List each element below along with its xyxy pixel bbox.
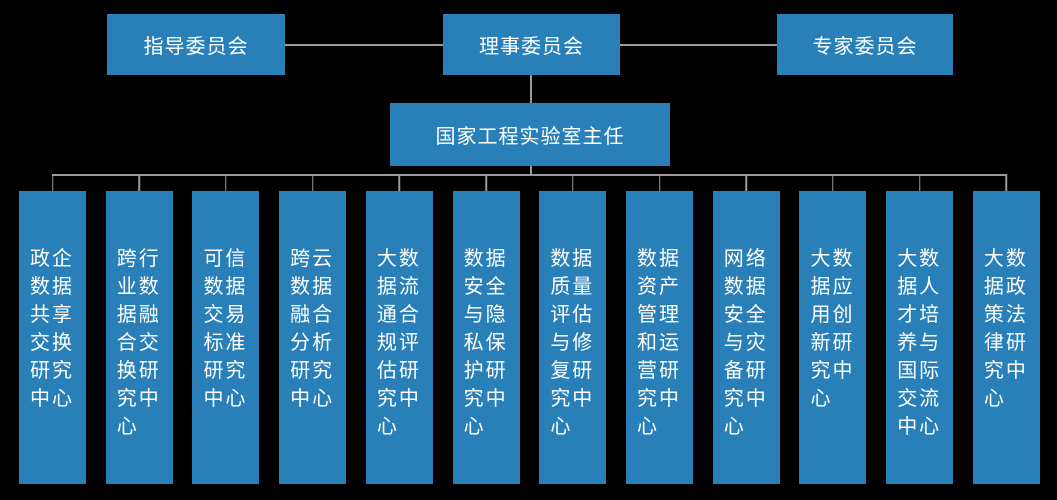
- research-center-box: 可信数据交易标准研究中心: [192, 191, 260, 484]
- connector-council-director: [530, 75, 532, 104]
- box-expert-committee: 专家委员会: [777, 14, 953, 75]
- research-center-col: 大数据应用创新研究中心: [799, 174, 867, 484]
- connector-guidance-council: [285, 44, 443, 46]
- research-center-box: 跨行业数据融合交换研究中心: [105, 191, 173, 484]
- research-center-col: 数据质量评估与修复研究中心: [539, 174, 607, 484]
- research-center-col: 跨云数据融合分析研究中心: [279, 174, 347, 484]
- connector-stub: [658, 174, 661, 191]
- connector-stub: [138, 174, 140, 191]
- research-center-col: 跨行业数据融合交换研究中心: [105, 174, 173, 484]
- research-center-col: 大数据政策法律研究中心: [972, 174, 1040, 484]
- box-lab-director: 国家工程实验室主任: [390, 103, 670, 166]
- connector-council-expert: [620, 44, 777, 46]
- connector-stub: [51, 174, 54, 191]
- connector-stub: [225, 174, 227, 191]
- research-center-col: 大数据人才培养与国际交流中心: [886, 174, 954, 484]
- connector-stub: [485, 174, 487, 191]
- connector-stub: [398, 174, 401, 191]
- research-center-box: 大数据人才培养与国际交流中心: [886, 191, 954, 484]
- research-center-box: 跨云数据融合分析研究中心: [279, 191, 347, 484]
- research-center-box: 数据资产管理和运营研究中心: [626, 191, 694, 484]
- connector-bus-line: [52, 174, 1007, 176]
- research-center-box: 数据质量评估与修复研究中心: [539, 191, 607, 484]
- box-council-committee: 理事委员会: [443, 14, 620, 75]
- connector-stub: [572, 174, 574, 191]
- connector-stub: [832, 174, 834, 191]
- connector-stub: [745, 174, 747, 191]
- research-center-col: 政企数据共享交换研究中心: [19, 174, 86, 484]
- research-center-col: 数据资产管理和运营研究中心: [626, 174, 694, 484]
- connector-stub: [1005, 174, 1008, 191]
- research-center-box: 数据安全与隐私保护研究中心: [452, 191, 520, 484]
- research-center-box: 网络数据安全与灾备研究中心: [712, 191, 780, 484]
- research-center-box: 大数据政策法律研究中心: [972, 191, 1040, 484]
- research-center-box: 大数据流通合规评估研究中心: [365, 191, 433, 484]
- research-center-box: 政企数据共享交换研究中心: [19, 191, 86, 484]
- research-center-col: 数据安全与隐私保护研究中心: [452, 174, 520, 484]
- research-center-col: 网络数据安全与灾备研究中心: [712, 174, 780, 484]
- research-center-col: 可信数据交易标准研究中心: [192, 174, 260, 484]
- connector-stub: [311, 174, 314, 191]
- research-centers-row: 政企数据共享交换研究中心 跨行业数据融合交换研究中心 可信数据交易标准研究中心 …: [19, 174, 1040, 484]
- research-center-col: 大数据流通合规评估研究中心: [365, 174, 433, 484]
- connector-stub: [918, 174, 921, 191]
- research-center-box: 大数据应用创新研究中心: [799, 191, 867, 484]
- connector-director-bus: [530, 166, 532, 175]
- box-guidance-committee: 指导委员会: [107, 14, 285, 75]
